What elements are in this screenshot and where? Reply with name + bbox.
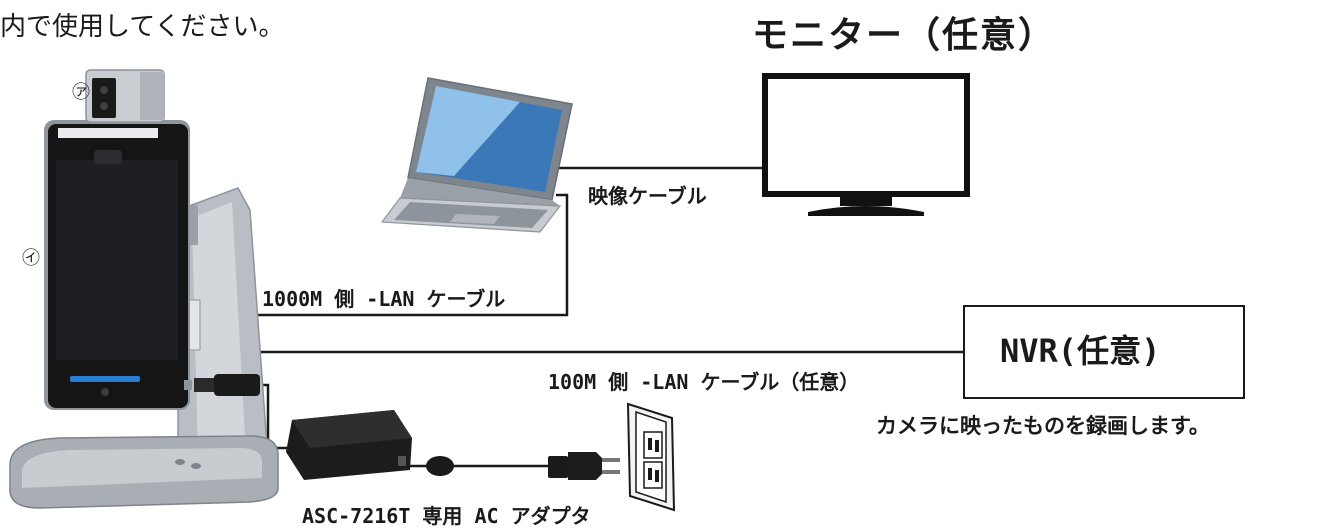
callout-a: ㋐: [72, 82, 90, 103]
wall-outlet-icon: [626, 402, 676, 512]
face-terminal-icon: [44, 120, 192, 410]
callout-i: ㋑: [22, 248, 40, 269]
monitor-title: モニター（任意）: [752, 15, 1057, 56]
nvr-label: NVR(任意): [1000, 332, 1161, 370]
intro-text: 内で使用してください。: [0, 12, 285, 42]
monitor-icon: [762, 73, 970, 216]
adapter-label: ASC-7216T 専用 AC アダプタ: [302, 504, 591, 528]
lan-1000m-line: [188, 193, 569, 317]
cable-connector-icon: [426, 456, 454, 476]
power-plug-icon: [548, 452, 620, 480]
ac-adapter-icon: [286, 410, 412, 480]
nvr-note: カメラに映ったものを録画します。: [876, 414, 1210, 438]
lan-100m-label: 100M 側 -LAN ケーブル（任意）: [548, 370, 860, 394]
dc-plug-icon: [194, 374, 260, 396]
lan-1000m-label: 1000M 側 -LAN ケーブル: [262, 287, 506, 311]
nvr-box: [963, 305, 1245, 399]
adapter-dc-cable: [262, 383, 292, 450]
laptop-icon: [380, 77, 573, 233]
camera-module-icon: [85, 69, 165, 123]
video-cable-label: 映像ケーブル: [588, 184, 707, 208]
